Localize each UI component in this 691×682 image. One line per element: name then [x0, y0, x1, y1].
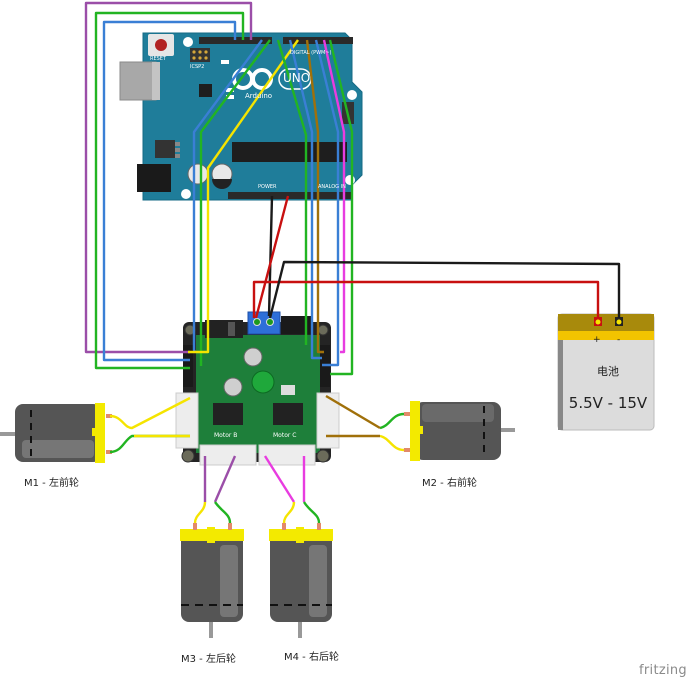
wire-m3-b2 [214, 501, 232, 524]
capacitor [243, 347, 263, 367]
battery-name: 电池 [597, 365, 619, 378]
wire-m4-a2 [282, 501, 296, 524]
wire-m3-a2 [193, 501, 207, 524]
led-tx [226, 88, 234, 92]
motor-m4 [269, 523, 333, 638]
wire-m2-a [379, 412, 405, 430]
wire-black-gnd [267, 195, 274, 317]
motor-m3 [180, 523, 244, 638]
motor-c-label: Motor C [273, 432, 297, 439]
wire-red-vin [254, 195, 290, 319]
analog-label: ANALOG IN [318, 184, 346, 190]
wire-m3-b [213, 455, 237, 503]
power-switch[interactable] [205, 320, 243, 338]
pin-header-left [183, 345, 193, 387]
motor-connector-a [175, 392, 199, 449]
wire-yellow-d5 [188, 39, 299, 354]
wire-m4-a [263, 455, 296, 503]
battery-plus-label: + [593, 335, 601, 345]
wire-m1-a [109, 396, 191, 430]
motor-driver-chip-c [273, 403, 303, 425]
capacitor [187, 163, 209, 185]
wire-green-d8 [276, 39, 308, 345]
motor-b-label: Motor B [214, 432, 238, 439]
wire-blue-d6 [288, 39, 322, 360]
motor-m2 [404, 401, 515, 461]
fuse [251, 370, 275, 394]
motor-m4-label: M4 - 右后轮 [284, 652, 339, 663]
arduino-uno-board [119, 32, 363, 201]
header-top-right [283, 37, 353, 44]
wire-magenta-d2 [322, 39, 346, 354]
led-l [221, 60, 229, 64]
digital-label: DIGITAL (PWM~) [290, 50, 332, 56]
wire-m2-a2 [325, 394, 381, 430]
screw [181, 449, 195, 463]
wire-brown-d4 [305, 39, 324, 354]
wire-blue-d3 [314, 39, 340, 367]
pin-header [281, 316, 311, 334]
voltage-regulator [155, 140, 175, 158]
motor-m2-label: M2 - 右前轮 [422, 478, 477, 489]
usb-chip [199, 84, 212, 97]
battery [557, 313, 655, 431]
battery-voltage: 5.5V - 15V [568, 394, 648, 412]
motor-m1-label: M1 - 左前轮 [24, 478, 79, 489]
wire-green-d12 [94, 11, 245, 370]
wire-green-d1 [328, 39, 354, 376]
mount-hole [347, 90, 357, 100]
wire-black-battery [268, 260, 621, 319]
header-top-left [199, 37, 272, 44]
dc-power-jack [137, 164, 171, 192]
fritzing-watermark: fritzing [639, 663, 687, 678]
wire-red-battery [252, 280, 600, 318]
motor-connector-c [258, 444, 316, 466]
component [281, 385, 295, 395]
atmega-chip [232, 142, 347, 162]
battery-minus-label: - [617, 335, 621, 345]
motor-m3-label: M3 - 左后轮 [181, 654, 236, 665]
reset-button-cap [155, 39, 167, 51]
uno-logo-text: UNO [283, 71, 311, 85]
motor-connector-d [316, 392, 340, 449]
usb-port [119, 61, 157, 101]
icsp-label: ICSP2 [190, 64, 205, 70]
analog-header [302, 192, 352, 199]
battery-top [558, 314, 654, 332]
motor-connector-b [199, 444, 257, 466]
arduino-maker-text: Arduino [245, 92, 273, 100]
capacitor [223, 377, 243, 397]
wires [84, 1, 621, 524]
wire-blue-d13 [102, 20, 237, 362]
power-label: POWER [258, 184, 277, 190]
motor-driver-chip-b [213, 403, 243, 425]
wire-m4-b2 [302, 501, 321, 524]
wire-m2-b [379, 434, 405, 452]
screw [317, 324, 329, 336]
reset-label: RESET [150, 56, 167, 62]
wire-green-d9 [199, 39, 271, 366]
mount-hole [345, 175, 355, 185]
led-rx [226, 95, 234, 99]
motor-driver-board [175, 311, 340, 466]
power-header [228, 192, 310, 199]
mount-hole [183, 37, 193, 47]
wire-purple-d11 [84, 1, 253, 354]
motor-m1 [0, 403, 112, 463]
icsp2-header [190, 48, 210, 62]
screw [316, 449, 330, 463]
mount-hole [181, 189, 191, 199]
wire-m1-b [109, 434, 190, 454]
